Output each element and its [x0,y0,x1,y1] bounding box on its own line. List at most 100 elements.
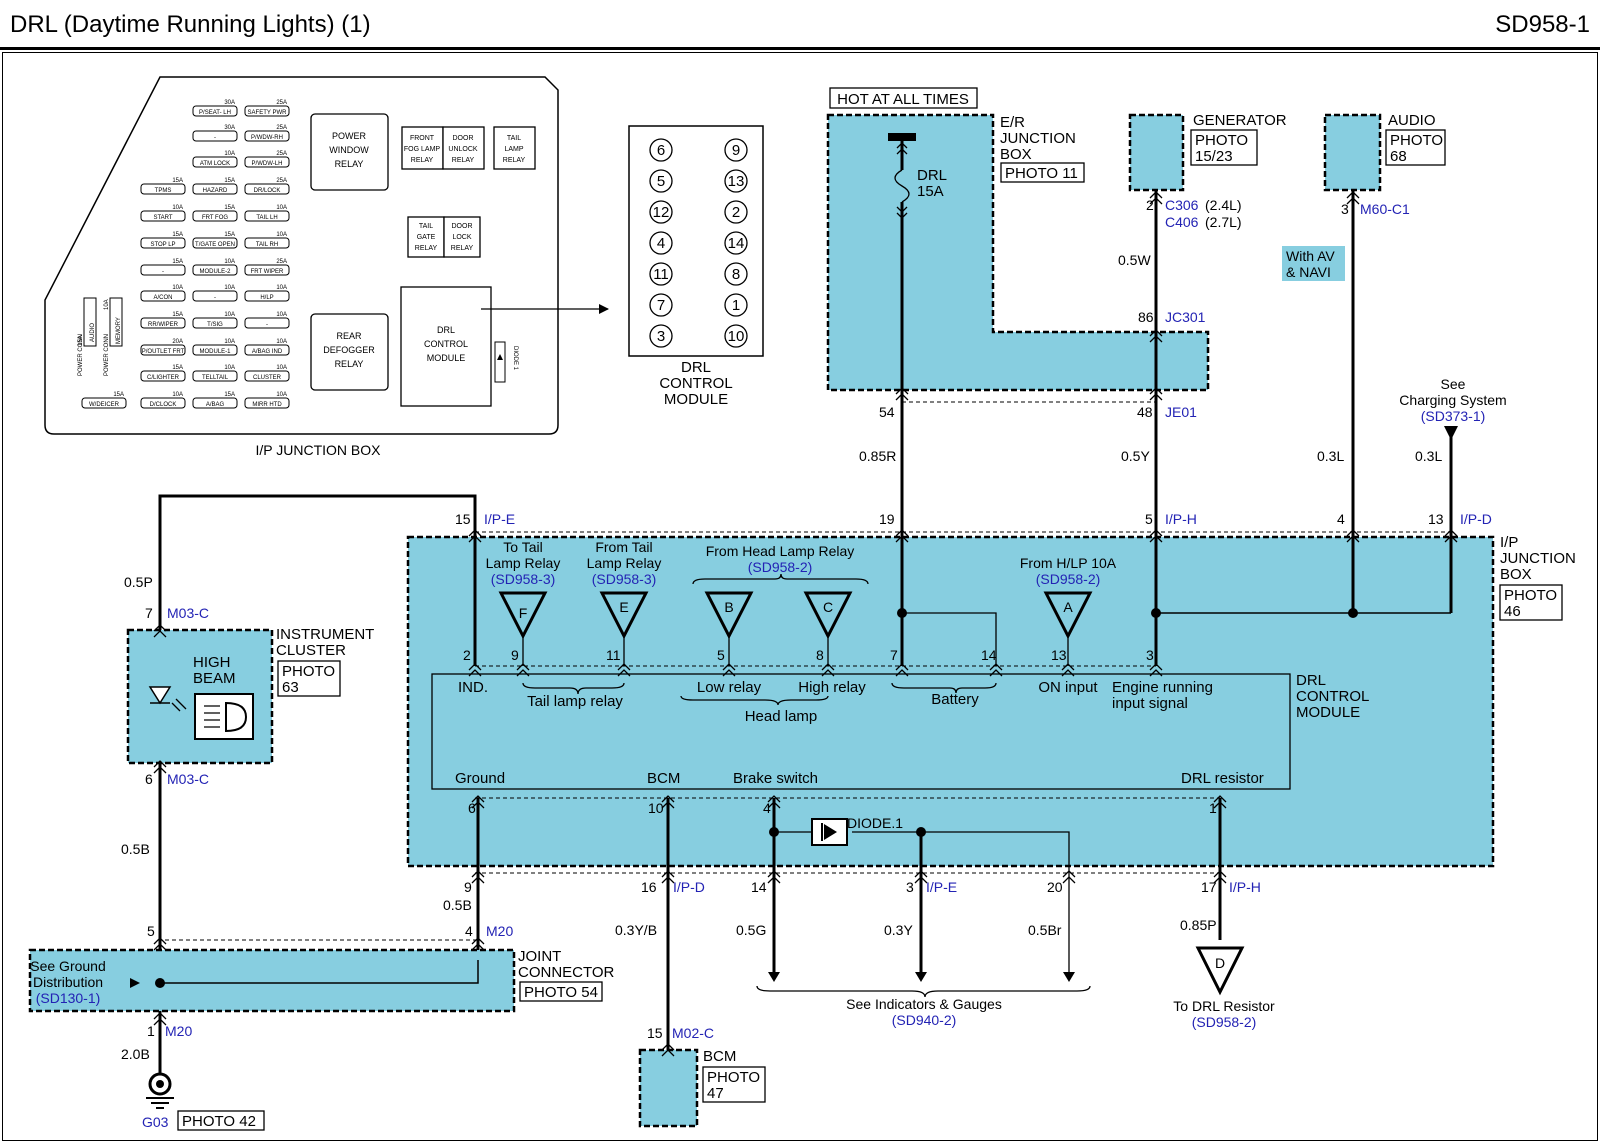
svg-text:DOOR: DOOR [453,135,474,142]
er-junction-box: HOT AT ALL TIMES E/R JUNCTION BOX PHOTO … [826,87,1210,392]
svg-text:Distribution: Distribution [33,974,103,990]
svg-text:D/CLOCK: D/CLOCK [150,402,177,408]
svg-text:(SD940-2): (SD940-2) [892,1012,957,1028]
svg-text:See: See [1441,376,1466,392]
connector-chevron [895,535,909,543]
svg-text:P/SEAT- LH: P/SEAT- LH [199,110,231,116]
svg-text:0.85P: 0.85P [1180,917,1217,933]
svg-text:PHOTO: PHOTO [1390,132,1443,149]
connector-chevron [153,766,167,774]
connector-chevron [617,669,631,677]
svg-text:MEMORY: MEMORY [116,317,122,344]
connector-chevron [767,795,781,803]
connector-chevron [661,1049,675,1057]
connector-chevron [516,663,530,671]
svg-text:(SD958-2): (SD958-2) [1036,571,1101,587]
svg-text:PHOTO: PHOTO [1195,132,1248,149]
connector-chevron [1062,876,1076,884]
svg-text:0.5P: 0.5P [124,574,153,590]
svg-text:ATM LOCK: ATM LOCK [200,161,230,167]
svg-text:RELAY: RELAY [415,245,438,252]
connector-chevron [468,663,482,671]
connector-chevron [1061,669,1075,677]
svg-text:1: 1 [1209,800,1217,816]
connector-chevron [1346,529,1360,537]
svg-text:High relay: High relay [798,679,866,696]
headlamp-icon [225,701,248,733]
module-top-pins: 2 9 11 5 8 7 14 13 3 [463,647,1154,663]
svg-text:DR/LOCK: DR/LOCK [254,188,281,194]
svg-text:(SD958-2): (SD958-2) [1192,1014,1257,1030]
svg-text:I/P-E: I/P-E [484,511,515,527]
svg-text:15A: 15A [78,335,84,346]
connector-chevron [767,801,781,809]
svg-text:DRL: DRL [1296,672,1326,689]
svg-text:(2.4L): (2.4L) [1205,197,1242,213]
connector-chevron [661,876,675,884]
svg-text:-: - [214,295,216,301]
svg-text:JOINT: JOINT [518,948,561,965]
ipjb-top-pins: 15 I/P-E 19 5 I/P-H 4 13 I/P-D [455,511,1492,527]
svg-text:CLUSTER: CLUSTER [276,642,346,659]
svg-text:15A: 15A [172,365,183,371]
connector-chevron [1149,197,1163,205]
svg-text:0.5Y: 0.5Y [1121,448,1150,464]
svg-text:(SD373-1): (SD373-1) [1421,408,1486,424]
svg-text:UNLOCK: UNLOCK [448,146,478,153]
svg-text:14: 14 [728,235,745,252]
svg-text:Low relay: Low relay [697,679,762,696]
svg-text:H/LP: H/LP [260,295,273,301]
svg-text:MODULE-2: MODULE-2 [199,269,231,275]
svg-text:M60-C1: M60-C1 [1360,201,1410,217]
svg-text:TPMS: TPMS [155,188,172,194]
connector-chevron [471,795,485,803]
svg-text:0.3Y: 0.3Y [884,922,913,938]
svg-text:8: 8 [816,647,824,663]
svg-text:3: 3 [657,328,665,345]
svg-text:HAZARD: HAZARD [203,188,228,194]
svg-text:3: 3 [1146,647,1154,663]
svg-text:I/P-D: I/P-D [673,879,705,895]
svg-text:(SD958-3): (SD958-3) [592,571,657,587]
svg-text:11: 11 [606,647,621,663]
svg-text:10A: 10A [224,339,235,345]
svg-text:HIGH: HIGH [193,654,231,671]
connector-chevron [153,1012,167,1020]
svg-text:10A: 10A [224,151,235,157]
with-av-label: With AV [1286,248,1335,264]
svg-text:G03: G03 [142,1114,169,1130]
instrument-cluster: INSTRUMENT CLUSTER PHOTO 63 HIGH BEAM 7 … [126,605,374,787]
pin-1: 1 [724,293,748,317]
connector-chevron [468,535,482,543]
pin-2: 2 [724,200,748,224]
svg-text:Brake switch: Brake switch [733,770,818,787]
svg-text:ON input: ON input [1038,679,1098,696]
svg-text:LAMP: LAMP [504,146,523,153]
svg-text:A/BAG IND: A/BAG IND [252,349,283,355]
svg-text:F: F [519,605,528,621]
svg-text:5: 5 [657,173,665,190]
svg-text:14: 14 [981,647,997,663]
svg-text:Charging System: Charging System [1399,392,1506,408]
connector-chevron [471,943,485,951]
drl-resistor-ref: D To DRL Resistor (SD958-2) [1173,946,1275,1030]
page-header: DRL (Daytime Running Lights) (1) SD958-1 [0,0,1600,50]
svg-text:15: 15 [455,511,471,527]
fuse-24: -10A [244,312,290,329]
svg-text:DRL: DRL [681,359,711,376]
svg-text:Lamp Relay: Lamp Relay [486,555,561,571]
pin-8: 8 [724,262,748,286]
svg-text:7: 7 [145,605,153,621]
svg-text:68: 68 [1390,148,1407,165]
svg-text:1: 1 [147,1023,155,1039]
svg-text:15A: 15A [224,392,235,398]
svg-text:-: - [162,269,164,275]
